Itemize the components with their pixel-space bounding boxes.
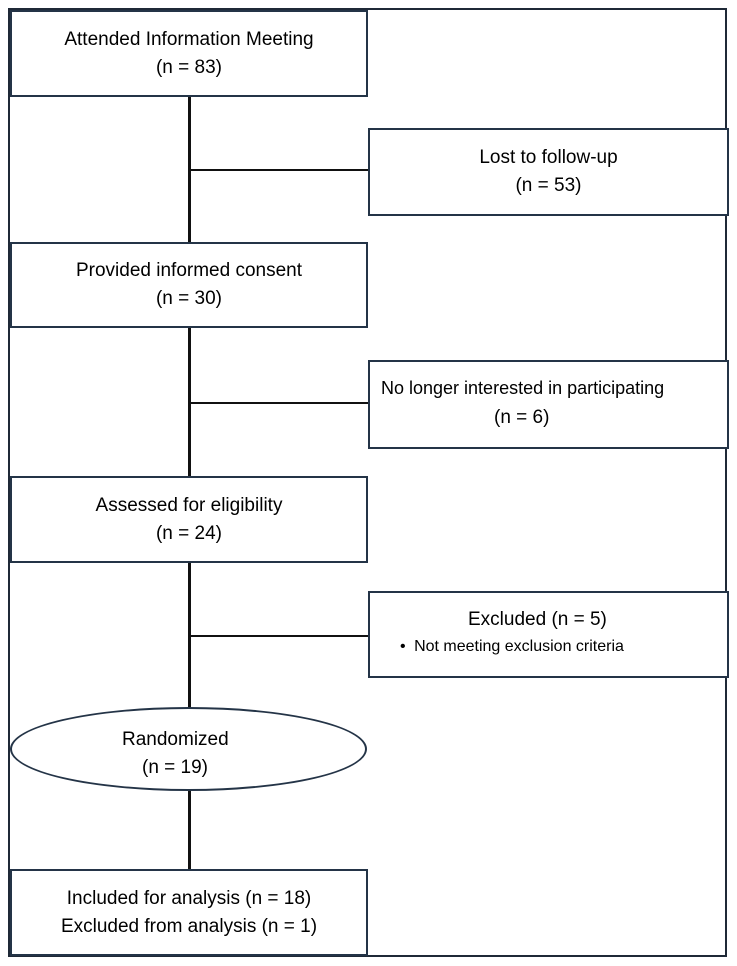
assessed-eligibility-count: (n = 24) — [155, 522, 222, 544]
not-interested-count: (n = 6) — [494, 407, 550, 428]
connector-branch-lost — [189, 169, 369, 171]
lost-to-follow-up-count: (n = 53) — [515, 175, 582, 196]
randomized-oval: Randomized (n = 19) — [10, 707, 367, 791]
informed-consent-box: Provided informed consent (n = 30) — [10, 242, 368, 328]
randomized-title: Randomized — [122, 729, 229, 750]
included-for-analysis: Included for analysis (n = 18) — [66, 887, 312, 909]
attended-meeting-count: (n = 83) — [155, 56, 222, 78]
informed-consent-title: Provided informed consent — [75, 260, 302, 281]
excluded-reason-item: • Not meeting exclusion criteria — [400, 636, 624, 658]
bullet-icon: • — [400, 638, 406, 655]
connector-branch-not-interested — [189, 402, 369, 404]
excluded-reason-text: Not meeting exclusion criteria — [414, 638, 624, 655]
assessed-eligibility-title: Assessed for eligibility — [95, 494, 283, 516]
assessed-eligibility-box: Assessed for eligibility (n = 24) — [10, 476, 368, 563]
lost-to-follow-up-box: Lost to follow-up (n = 53) — [368, 128, 729, 216]
not-interested-title: No longer interested in participating — [381, 378, 665, 398]
attended-meeting-box: Attended Information Meeting (n = 83) — [10, 10, 368, 97]
excluded-box: Excluded (n = 5) • Not meeting exclusion… — [368, 591, 729, 678]
attended-meeting-title: Attended Information Meeting — [64, 28, 314, 50]
informed-consent-count: (n = 30) — [155, 288, 222, 309]
diagram-frame — [8, 8, 727, 957]
connector-branch-excluded — [189, 635, 369, 637]
connector-randomized-to-analysis — [188, 790, 191, 870]
not-interested-box: No longer interested in participating (n… — [368, 360, 729, 449]
excluded-title: Excluded (n = 5) — [468, 609, 607, 630]
excluded-from-analysis: Excluded from analysis (n = 1) — [60, 915, 318, 937]
randomized-count: (n = 19) — [142, 757, 209, 778]
analysis-box: Included for analysis (n = 18) Excluded … — [10, 869, 368, 956]
lost-to-follow-up-title: Lost to follow-up — [479, 147, 618, 168]
